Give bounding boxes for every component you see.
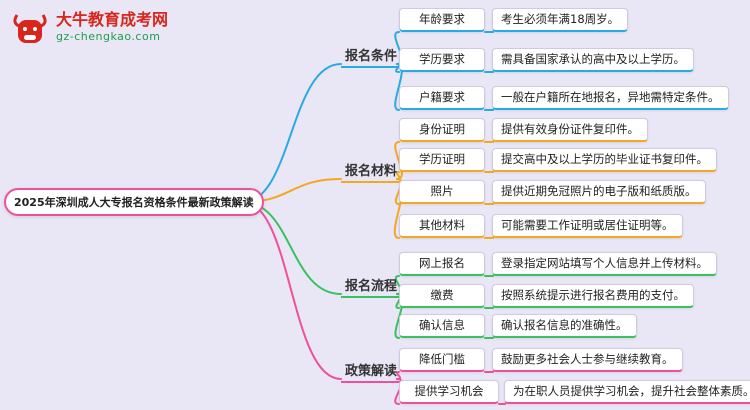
subtopic-node: 年龄要求 — [399, 8, 485, 32]
subtopic-node: 确认信息 — [399, 314, 485, 338]
brand-name: 大牛教育成考网 — [56, 10, 169, 29]
subtopic-node: 户籍要求 — [399, 86, 485, 110]
root-node: 2025年深圳成人大专报名资格条件最新政策解读 — [4, 188, 264, 216]
subtopic-node: 身份证明 — [399, 118, 485, 142]
bull-icon — [13, 14, 47, 43]
brand-domain: gz-chengkao.com — [56, 30, 161, 43]
detail-node: 需具备国家承认的高中及以上学历。 — [492, 48, 694, 72]
detail-node: 为在职人员提供学习机会，提升社会整体素质。 — [504, 380, 750, 404]
detail-node: 一般在户籍所在地报名，异地需特定条件。 — [492, 86, 729, 110]
subtopic-node: 缴费 — [399, 284, 485, 308]
detail-node: 确认报名信息的准确性。 — [492, 314, 637, 338]
detail-node: 考生必须年满18周岁。 — [492, 8, 629, 32]
detail-node: 提供有效身份证件复印件。 — [492, 118, 648, 142]
detail-node: 登录指定网站填写个人信息并上传材料。 — [492, 252, 717, 276]
subtopic-node: 降低门槛 — [399, 348, 485, 372]
detail-node: 鼓励更多社会人士参与继续教育。 — [492, 348, 683, 372]
branch-3-label: 报名流程 — [341, 275, 402, 298]
branch-4-label: 政策解读 — [341, 360, 402, 383]
branch-1-label: 报名条件 — [341, 45, 402, 68]
detail-node: 提交高中及以上学历的毕业证书复印件。 — [492, 148, 717, 172]
subtopic-node: 照片 — [399, 180, 485, 204]
branch-2-label: 报名材料 — [341, 160, 402, 183]
subtopic-node: 学历要求 — [399, 48, 485, 72]
site-logo[interactable]: 大牛教育成考网 gz-chengkao.com — [10, 10, 168, 50]
subtopic-node: 提供学习机会 — [399, 380, 499, 404]
detail-node: 可能需要工作证明或居住证明等。 — [492, 214, 683, 238]
detail-node: 提供近期免冠照片的电子版和纸质版。 — [492, 180, 706, 204]
subtopic-node: 网上报名 — [399, 252, 485, 276]
detail-node: 按照系统提示进行报名费用的支付。 — [492, 284, 694, 308]
subtopic-node: 学历证明 — [399, 148, 485, 172]
subtopic-node: 其他材料 — [399, 214, 485, 238]
